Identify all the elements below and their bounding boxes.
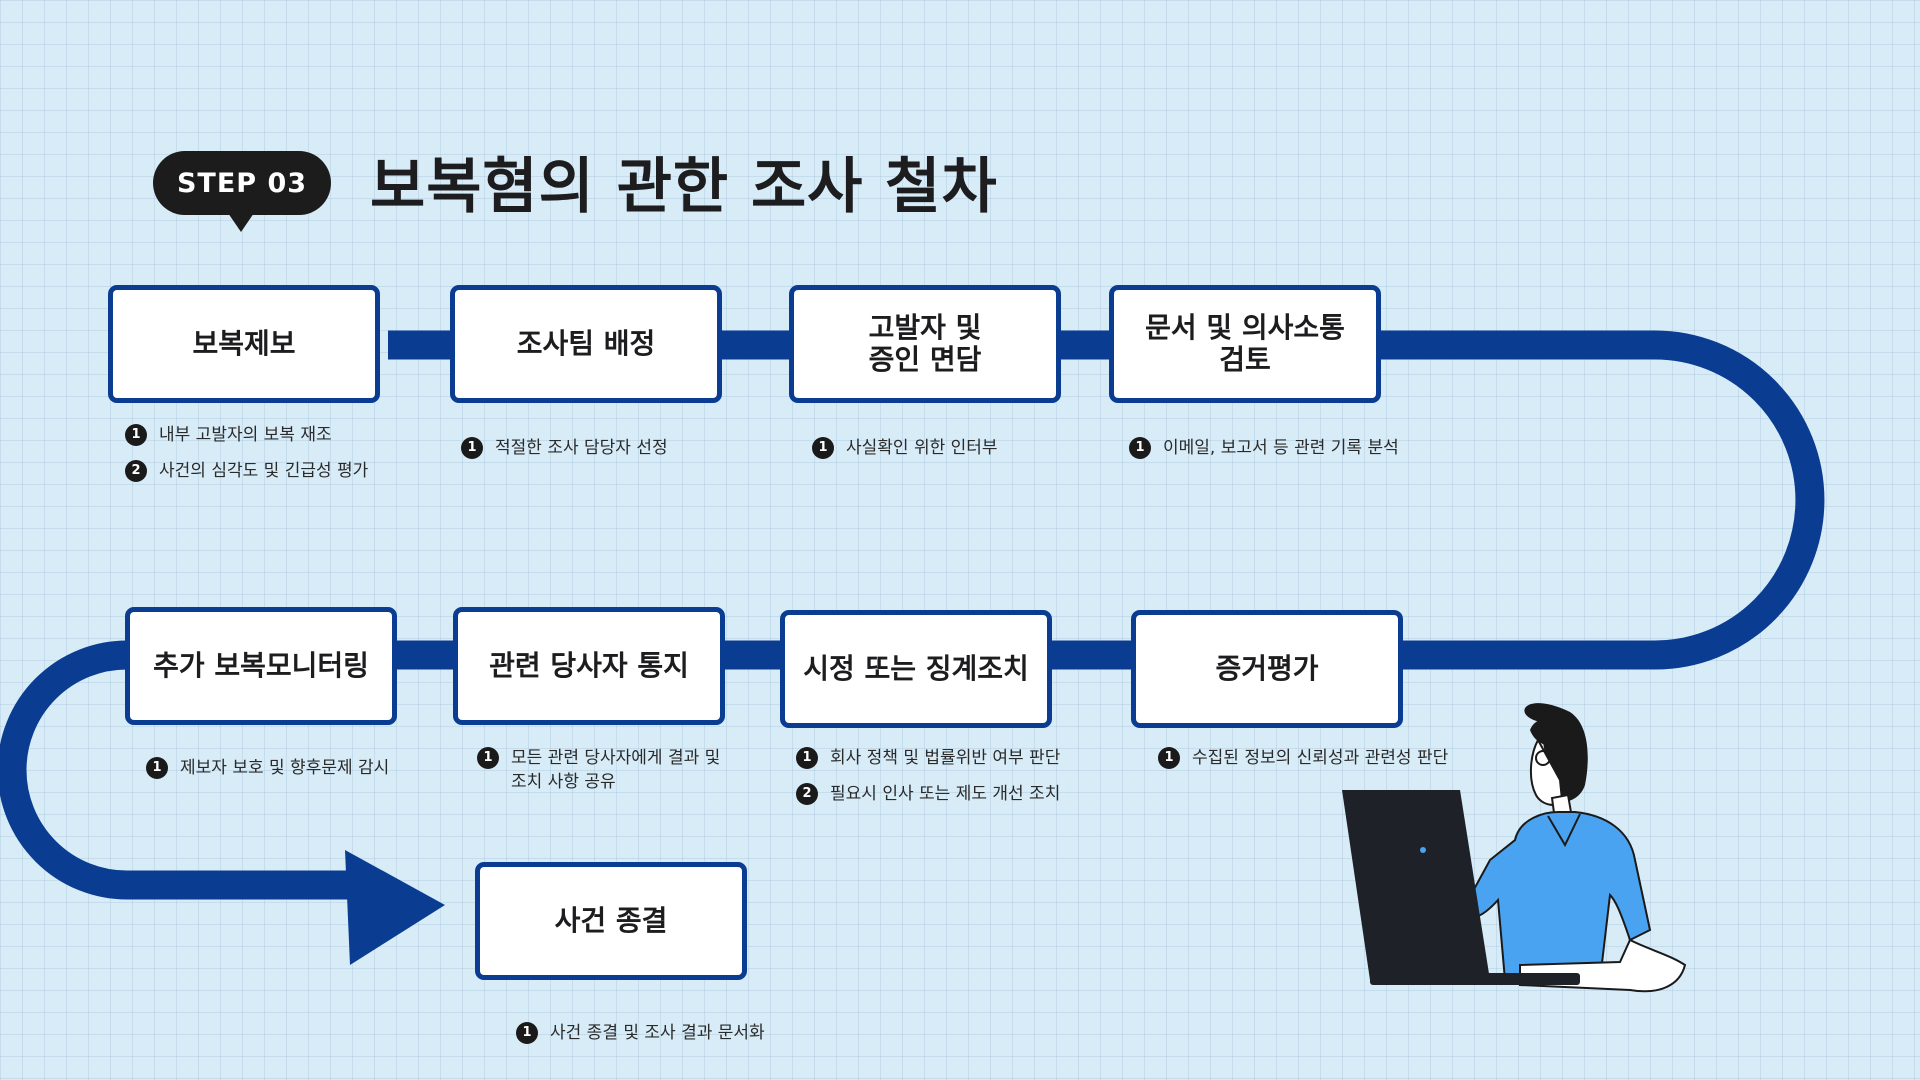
step-badge: STEP 03 — [153, 151, 331, 215]
number-1-icon: 1 — [1158, 747, 1180, 769]
page-title: 보복혐의 관한 조사 철차 — [370, 152, 998, 222]
step-box-4: 문서 및 의사소통 검토 — [1109, 285, 1381, 403]
step-box-6: 시정 또는 징계조치 — [780, 610, 1052, 728]
number-1-icon: 1 — [125, 424, 147, 446]
number-2-icon: 2 — [125, 460, 147, 482]
laptop-base — [1370, 973, 1580, 985]
flow-path — [0, 330, 1825, 900]
flow-arrow-head — [345, 850, 445, 965]
step-box-2: 조사팀 배정 — [450, 285, 722, 403]
number-2-icon: 2 — [796, 783, 818, 805]
step-box-5: 증거평가 — [1131, 610, 1403, 728]
number-1-icon: 1 — [461, 437, 483, 459]
glasses-right — [1552, 750, 1568, 766]
badge-tail — [228, 213, 254, 232]
hair-front — [1530, 715, 1575, 747]
laptop-screen — [1342, 790, 1490, 980]
step-box-1: 보복제보 — [108, 285, 380, 403]
step-box-8: 추가 보복모니터링 — [125, 607, 397, 725]
shirt — [1458, 811, 1652, 981]
number-1-icon: 1 — [812, 437, 834, 459]
number-1-icon: 1 — [796, 747, 818, 769]
person-at-laptop-icon — [1342, 703, 1687, 993]
number-1-icon: 1 — [146, 757, 168, 779]
number-1-icon: 1 — [516, 1022, 538, 1044]
glasses-left — [1535, 750, 1551, 766]
shirt-collar — [1547, 813, 1581, 848]
step-box-9: 사건 종결 — [475, 862, 747, 980]
step-box-3: 고발자 및 증인 면담 — [789, 285, 1061, 403]
number-1-icon: 1 — [477, 747, 499, 769]
laptop-camera — [1420, 847, 1426, 853]
step-box-7: 관련 당사자 통지 — [453, 607, 725, 725]
number-1-icon: 1 — [1129, 437, 1151, 459]
